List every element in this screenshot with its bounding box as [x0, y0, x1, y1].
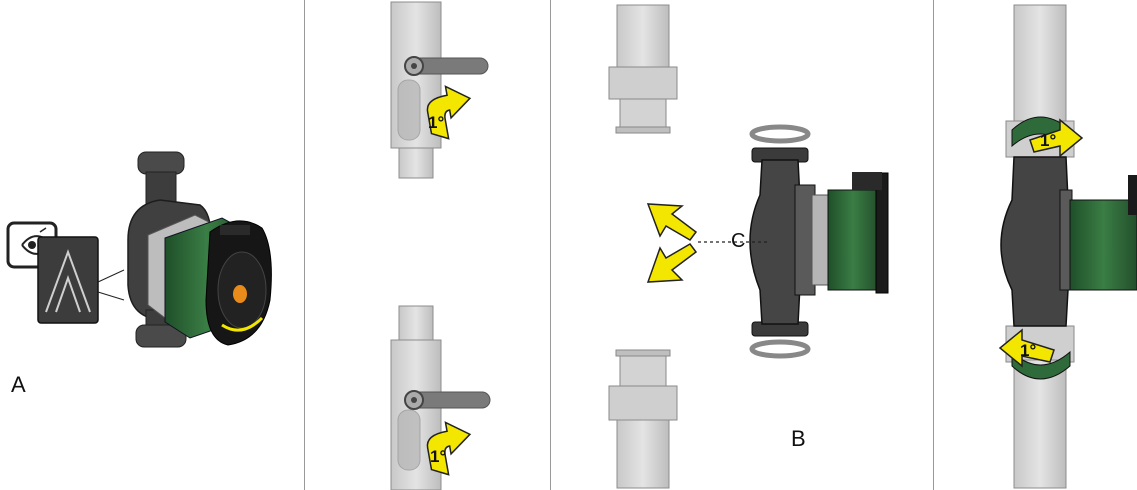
step2-bottom-turn-mark: 1°	[430, 447, 446, 466]
rotate-arrow-icon: 1°	[998, 328, 1055, 368]
panel-4-tighten-unions: 1° 1°	[998, 4, 1137, 489]
label-c: C	[731, 230, 746, 252]
panel-3-insert-pump	[608, 4, 889, 489]
step4-top-turn-mark: 1°	[1040, 131, 1056, 150]
rotate-arrow-icon: 1°	[426, 421, 472, 476]
rotate-arrow-icon: 1°	[1029, 118, 1084, 158]
top-union-nut	[608, 66, 678, 100]
bottom-gasket	[749, 339, 811, 359]
panel-divider-2	[550, 0, 551, 490]
tilt-arrow-icon	[646, 203, 698, 283]
pump-illustration	[127, 151, 272, 348]
panel-1-pump-overview	[6, 151, 272, 348]
panel-divider-3	[933, 0, 934, 490]
step4-bottom-turn-mark: 1°	[1020, 341, 1036, 360]
bottom-pipe	[616, 419, 670, 489]
label-b: B	[791, 426, 806, 451]
rotate-arrow-icon: 1°	[426, 85, 472, 140]
panel-2-valves: 1° 1°	[390, 1, 491, 490]
bottom-union-nut	[608, 385, 678, 421]
top-gasket	[749, 124, 811, 144]
top-pipe-stub	[398, 147, 434, 179]
lift-direction-icon	[37, 236, 125, 324]
panel-divider-1	[304, 0, 305, 490]
bottom-pipe-stub	[398, 305, 434, 343]
step2-top-turn-mark: 1°	[428, 113, 444, 132]
bottom-pipe	[1013, 359, 1067, 489]
label-a: A	[11, 372, 26, 397]
top-pipe	[1013, 4, 1067, 124]
top-pipe	[616, 4, 670, 70]
